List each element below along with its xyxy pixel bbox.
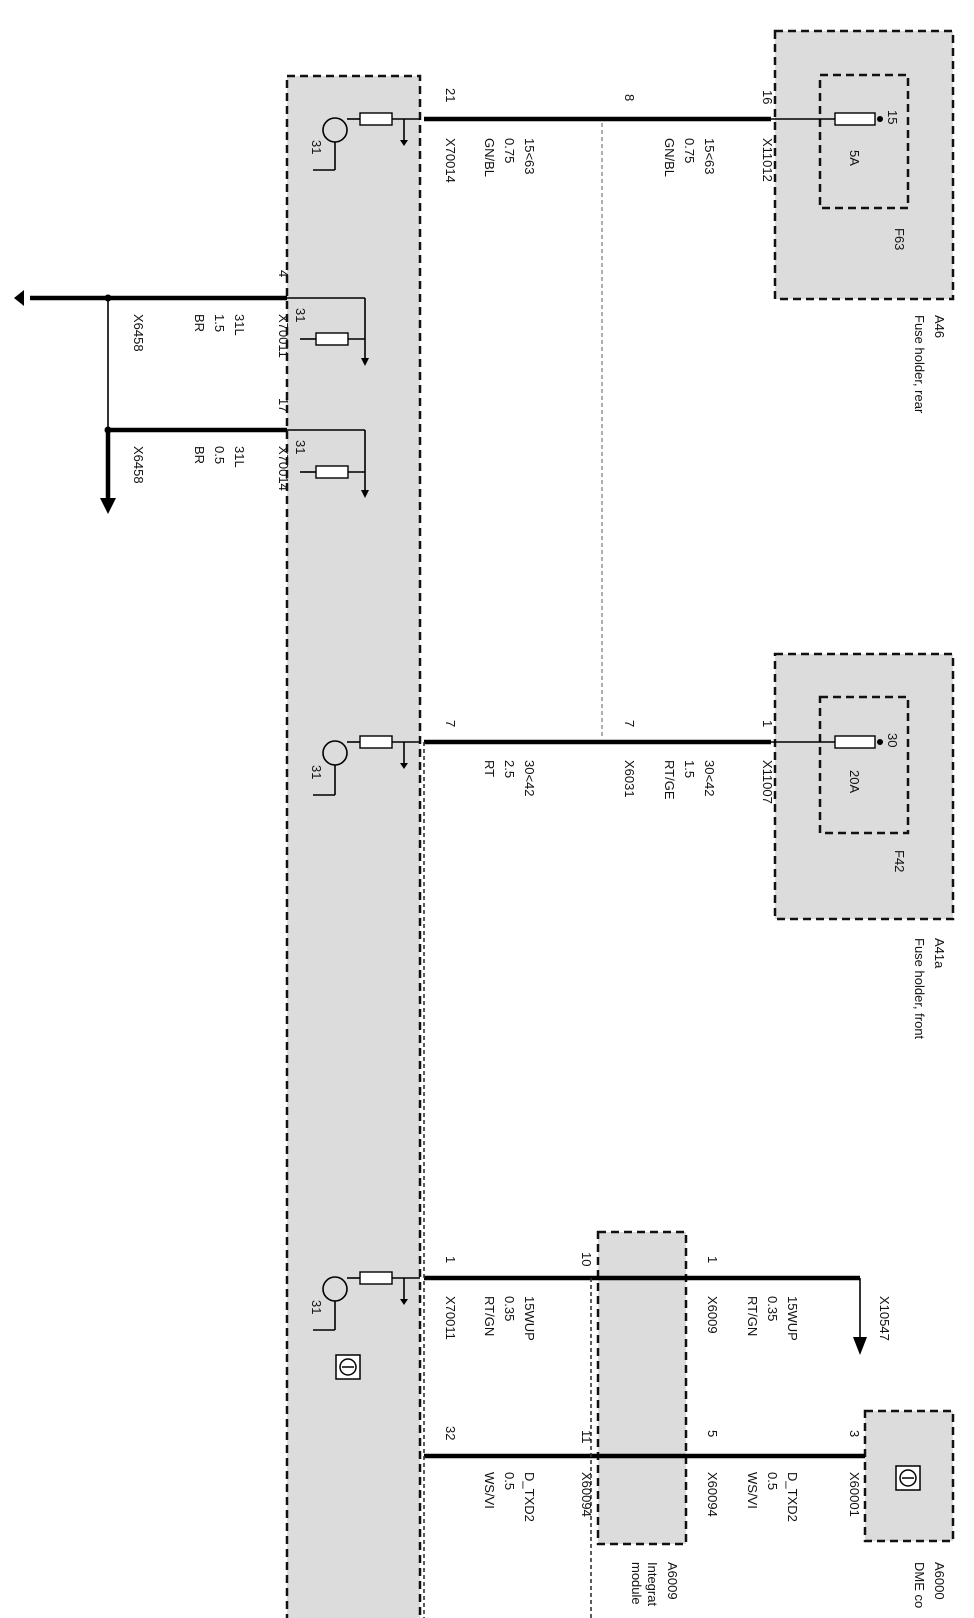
fuse-f42-terminal xyxy=(877,739,883,745)
c1-conn-fuse: X11012 xyxy=(760,138,775,182)
f63-rating: 5A xyxy=(847,150,862,166)
g2-splice: X6458 xyxy=(131,446,146,484)
c3-conn-ecu: X70011 xyxy=(443,1296,458,1340)
fuse-f42-element xyxy=(834,735,876,749)
c1-conn-ecu: X70014 xyxy=(443,138,458,183)
c4-conn-dme: X60001 xyxy=(847,1472,862,1517)
dme-bus-symbol-icon xyxy=(895,1465,921,1491)
c2-col-a: RT/GE xyxy=(662,760,677,800)
c4-pin-dme: 3 xyxy=(847,1430,862,1437)
c4-sig-b: D_TXD2 xyxy=(522,1472,537,1522)
arrow-x6458 xyxy=(100,498,116,514)
a41a-name: Fuse holder, front xyxy=(912,938,927,1040)
transistor-c2 xyxy=(313,735,420,796)
a41a-id: A41a xyxy=(932,938,947,969)
f42-label: F42 xyxy=(892,850,907,872)
ground-label-c2: 31 xyxy=(309,765,324,779)
c2-sig-b: 30<42 xyxy=(522,760,537,797)
g1-splice: X6458 xyxy=(131,314,146,352)
transistor-c1 xyxy=(313,112,420,171)
a46-id: A46 xyxy=(932,315,947,338)
g1-pin: 4 xyxy=(276,270,291,277)
ground-arrow-left xyxy=(14,290,24,306)
c1-pin-fuse: 16 xyxy=(760,90,775,104)
integrated-module-box xyxy=(596,1230,688,1546)
c4-sig-a: D_TXD2 xyxy=(785,1472,800,1522)
c4-pin-ecu: 32 xyxy=(443,1426,458,1440)
a6000-name: DME co xyxy=(912,1562,927,1608)
g1-col: BR xyxy=(192,314,207,332)
c4-cs-a: 0.5 xyxy=(765,1472,780,1490)
fuse-f63-box xyxy=(818,73,910,210)
c1-pin-ecu: 21 xyxy=(443,88,458,102)
a46-name: Fuse holder, rear xyxy=(912,315,927,414)
c3-cs-a: 0.35 xyxy=(765,1296,780,1321)
c1-sig-b: 15<63 xyxy=(522,138,537,175)
c4-pin-mid-top: 5 xyxy=(705,1430,720,1437)
a6009-name-2: module xyxy=(629,1562,644,1605)
c2-pin-fuse: 1 xyxy=(760,720,775,727)
ground-label-g1: 31 xyxy=(293,308,308,322)
bus-symbol-icon xyxy=(335,1354,361,1380)
a6009-id: A6009 xyxy=(665,1562,680,1600)
g2-pin: 17 xyxy=(276,398,291,412)
c1-cs-a: 0.75 xyxy=(682,138,697,163)
c4-conn-mid-bot: X60094 xyxy=(579,1472,594,1517)
c3-pin-top: 1 xyxy=(705,1256,720,1263)
c3-col-a: RT/GN xyxy=(745,1296,760,1336)
g2-col: BR xyxy=(192,446,207,464)
c1-cs-b: 0.75 xyxy=(502,138,517,163)
c4-cs-b: 0.5 xyxy=(502,1472,517,1490)
c3-conn-top: X10547 xyxy=(877,1296,892,1341)
arrow-x10547 xyxy=(853,1337,867,1355)
g1-sig: 31L xyxy=(232,314,247,336)
ground-label-c3: 31 xyxy=(309,1300,324,1314)
splice-dot-2 xyxy=(104,426,112,434)
c2-cs-a: 1.5 xyxy=(682,760,697,778)
fuse-f42-box xyxy=(818,695,910,835)
f42-terminal: 30 xyxy=(885,733,900,747)
c3-pin-ecu: 1 xyxy=(443,1256,458,1263)
c2-col-b: RT xyxy=(482,760,497,777)
g2-sig: 31L xyxy=(232,446,247,468)
g2-cs: 0.5 xyxy=(212,446,227,464)
c4-col-b: WS/VI xyxy=(482,1472,497,1509)
c4-conn-mid-top: X60094 xyxy=(705,1472,720,1517)
resistor-g1 xyxy=(287,297,369,366)
transistor-c3 xyxy=(313,1271,420,1331)
c3-sig-b: 15WUP xyxy=(522,1296,537,1341)
c1-pin-mid: 8 xyxy=(622,94,637,101)
c2-pin-mid: 7 xyxy=(622,720,637,727)
a6009-name-1: Integrat xyxy=(645,1562,660,1606)
ground-label-g2: 31 xyxy=(293,440,308,454)
c2-cs-b: 2.5 xyxy=(502,760,517,778)
c2-pin-ecu: 7 xyxy=(443,720,458,727)
f42-rating: 20A xyxy=(847,770,862,793)
fuse-f63-element xyxy=(834,112,876,126)
c3-sig-a: 15WUP xyxy=(785,1296,800,1341)
resistor-g2 xyxy=(287,429,369,498)
c3-cs-b: 0.35 xyxy=(502,1296,517,1321)
c4-col-a: WS/VI xyxy=(745,1472,760,1509)
fuse-f63-terminal xyxy=(877,116,883,122)
c3-col-b: RT/GN xyxy=(482,1296,497,1336)
c1-sig-a: 15<63 xyxy=(702,138,717,175)
c4-pin-mid-bot: 11 xyxy=(579,1430,594,1444)
splice-dot-1 xyxy=(104,294,112,302)
c2-conn-mid: X6031 xyxy=(622,760,637,798)
ground-label-c1: 31 xyxy=(309,140,324,154)
g1-conn: X70011 xyxy=(276,314,291,358)
c3-conn-mid: X6009 xyxy=(705,1296,720,1334)
g2-conn: X70014 xyxy=(276,446,291,491)
g1-cs: 1.5 xyxy=(212,314,227,332)
f63-terminal: 15 xyxy=(885,110,900,124)
f63-label: F63 xyxy=(892,228,907,250)
c3-pin-mid: 10 xyxy=(579,1252,594,1266)
c1-col-b: GN/BL xyxy=(482,138,497,177)
c2-conn-fuse: X11007 xyxy=(760,760,775,804)
c2-sig-a: 30<42 xyxy=(702,760,717,797)
a6000-id: A6000 xyxy=(932,1562,947,1600)
c1-col-a: GN/BL xyxy=(662,138,677,177)
